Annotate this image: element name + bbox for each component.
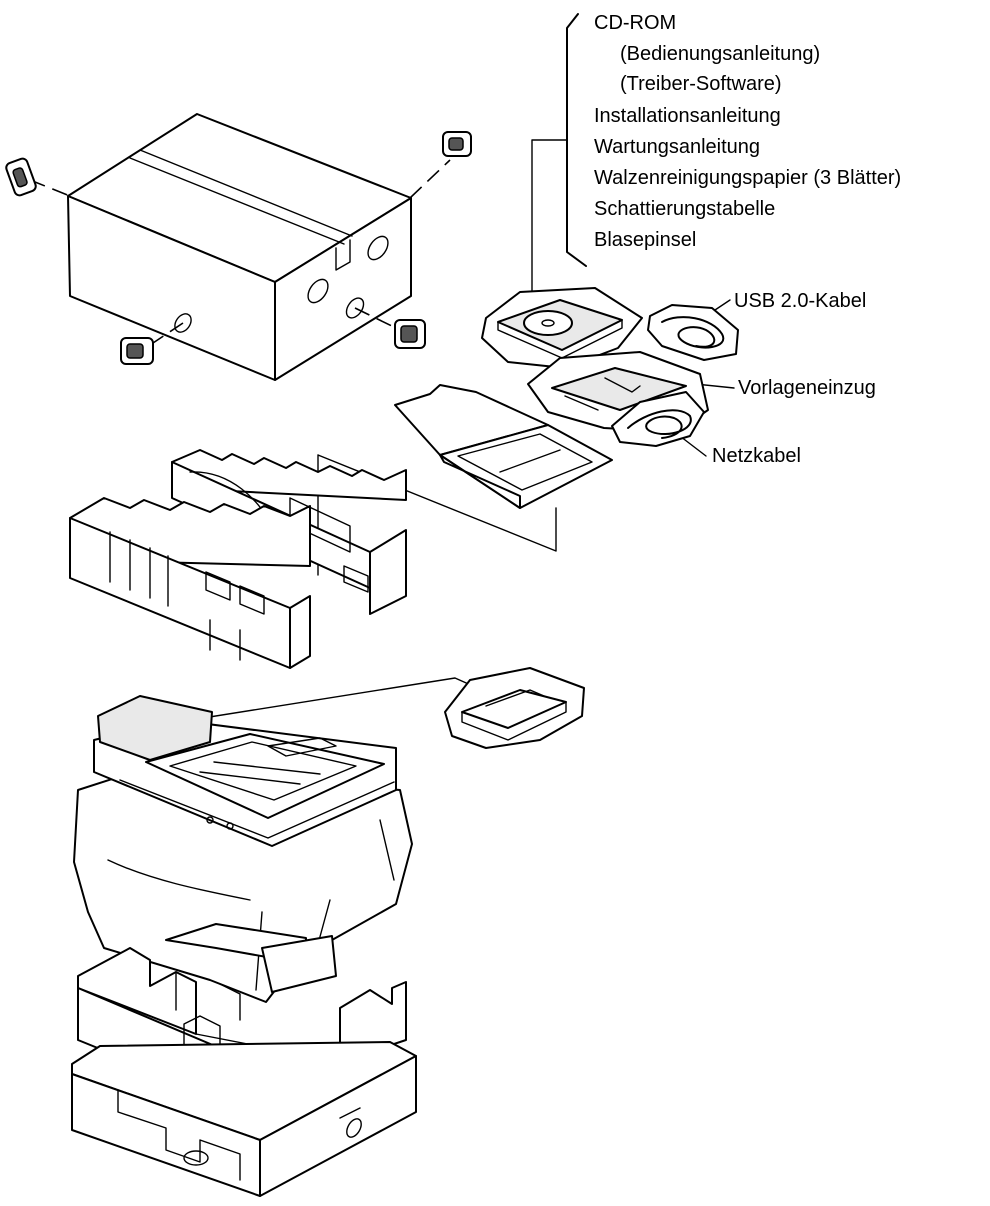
carton-tape <box>129 149 353 271</box>
scanner-button-1 <box>206 816 214 824</box>
usb-bag <box>647 304 739 361</box>
foam-rear-side <box>369 529 407 615</box>
foam-block-front <box>69 497 311 669</box>
scanner <box>73 695 413 1003</box>
power-cable <box>611 391 705 447</box>
scanner-button-2 <box>226 822 234 830</box>
base-side <box>259 1055 417 1197</box>
carton-handle-2 <box>367 235 389 261</box>
base-cutouts <box>117 1089 361 1181</box>
carton-clip-side <box>394 319 426 349</box>
clip-path-2 <box>409 159 451 199</box>
leader-guide-holder <box>177 677 483 723</box>
feeder-detail <box>564 377 641 411</box>
label-shading: Schattierungstabelle <box>594 198 775 220</box>
foam-tray-mid <box>261 935 337 993</box>
carton-handle-1 <box>307 278 329 304</box>
cd-disc <box>523 310 573 336</box>
carton-clip-left <box>5 157 37 197</box>
accessory-label-group: CD-ROM (Bedienungsanleitung) (Treiber-So… <box>566 12 901 467</box>
accessory-box-front <box>439 454 521 509</box>
carton-clip-right <box>442 131 472 157</box>
scanner-feeder <box>97 695 213 761</box>
accessory-bracket <box>566 13 587 267</box>
power-bag <box>611 391 705 447</box>
carton-clip-bottom <box>120 337 154 365</box>
scanner-glass <box>169 741 357 801</box>
carton-side <box>274 197 412 381</box>
clip-path-3 <box>149 322 184 346</box>
label-manual: (Bedienungsanleitung) <box>620 43 820 65</box>
accessory-box-inner <box>457 433 593 491</box>
label-install: Installationsanleitung <box>594 105 781 127</box>
leader-cd <box>531 139 568 319</box>
carton-hole-3 <box>345 297 365 319</box>
foam-front-slots <box>109 531 265 661</box>
clip-path-4 <box>354 307 401 331</box>
usb-coil <box>661 316 725 349</box>
guide-holder <box>444 667 585 749</box>
label-roller-paper: Walzenreinigungspapier (3 Blätter) <box>594 167 901 189</box>
label-brush: Blasepinsel <box>594 229 696 251</box>
accessory-box <box>394 384 613 509</box>
scanner-handle <box>267 737 337 757</box>
base-hole-front <box>183 1150 209 1166</box>
clip-path-1 <box>29 179 71 197</box>
scanner-front-edge <box>119 779 395 839</box>
cd-package <box>481 287 643 369</box>
label-maintenance: Wartungsanleitung <box>594 136 760 158</box>
cd-hole <box>541 319 555 327</box>
guide-holder-edge <box>461 689 567 741</box>
label-usb: USB 2.0-Kabel <box>734 290 866 312</box>
label-driver: (Treiber-Software) <box>620 73 782 95</box>
base-hole-side <box>346 1118 362 1138</box>
carton-hole-4 <box>174 313 192 333</box>
feeder-tray <box>551 367 687 411</box>
bottom-base-tray <box>71 1041 417 1197</box>
foam-front-side <box>289 595 311 669</box>
power-coil <box>627 409 692 439</box>
outer-carton <box>5 113 472 381</box>
label-feeder: Vorlageneinzug <box>738 377 876 399</box>
label-cdrom: CD-ROM <box>594 12 676 34</box>
usb-cable <box>647 304 739 361</box>
label-power: Netzkabel <box>712 445 801 467</box>
